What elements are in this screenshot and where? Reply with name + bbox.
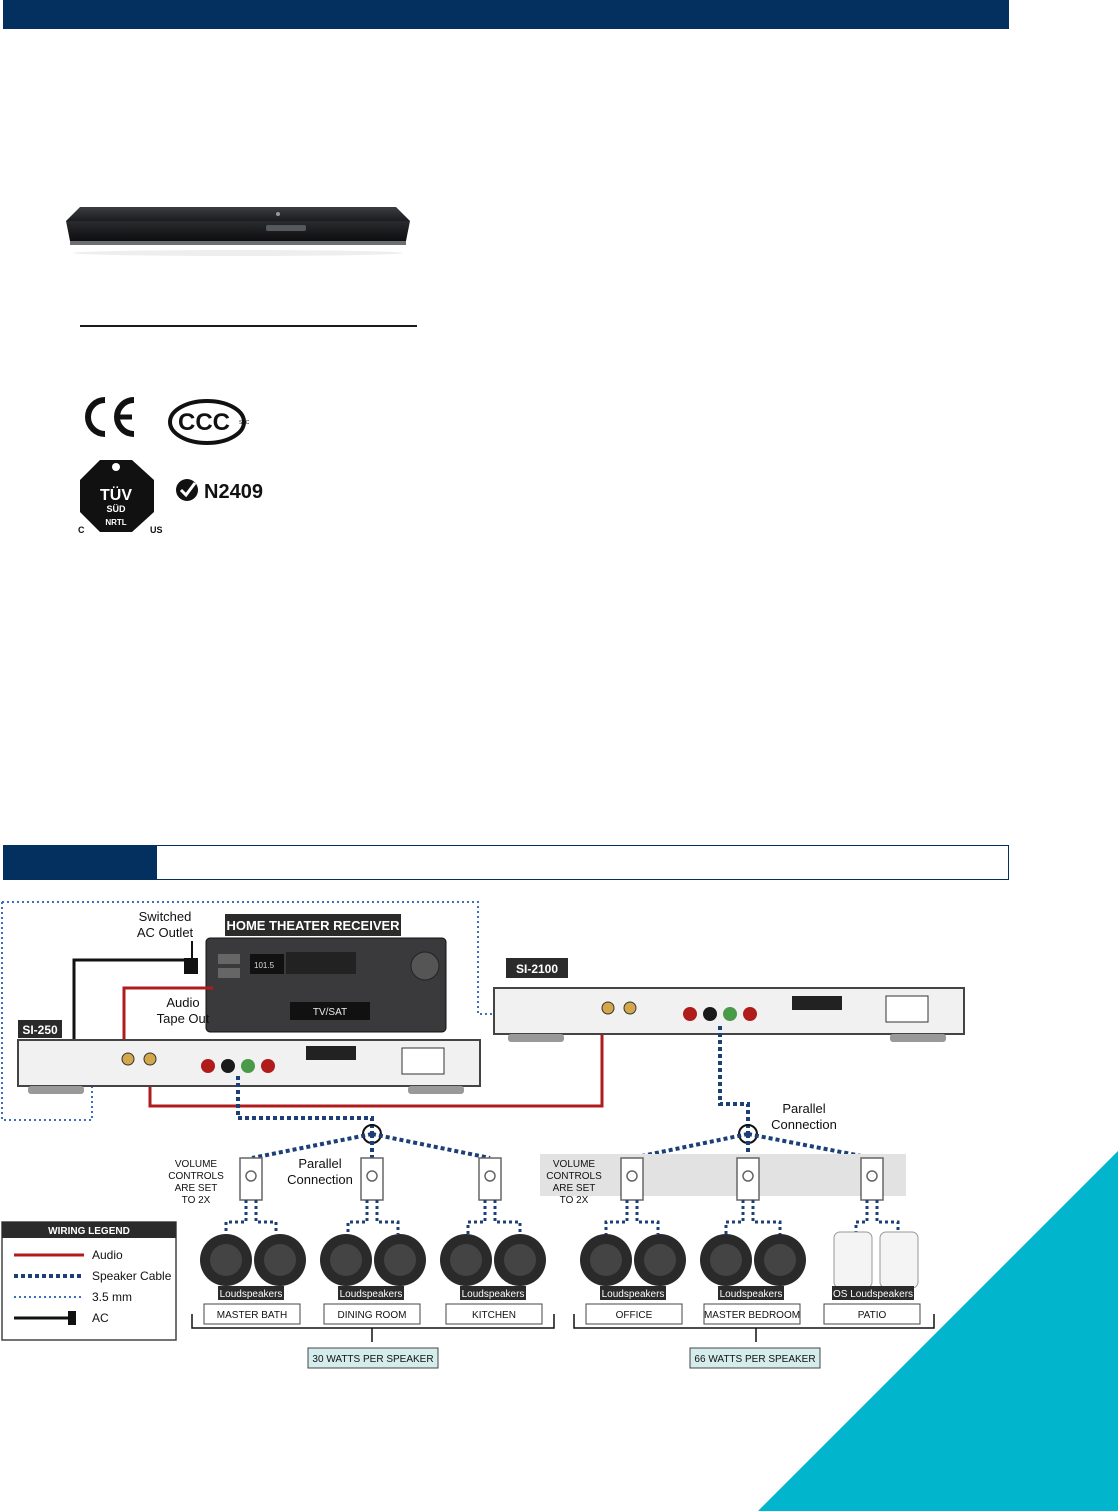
svg-text:TO 2X: TO 2X xyxy=(560,1195,589,1206)
volume-controls-note-left: VOLUME CONTROLS ARE SET TO 2X xyxy=(168,1159,224,1206)
c-tick-logo: N2409 xyxy=(176,479,263,503)
svg-text:Parallel: Parallel xyxy=(782,1101,825,1116)
home-theater-receiver: HOME THEATER RECEIVER 101.5 TV/SAT xyxy=(205,914,447,1033)
svg-text:Connection: Connection xyxy=(771,1117,837,1132)
svg-text:SI-250: SI-250 xyxy=(22,1023,58,1037)
header-bar xyxy=(3,0,1009,29)
svg-text:Loudspeakers: Loudspeakers xyxy=(602,1289,665,1300)
svg-text:CONTROLS: CONTROLS xyxy=(168,1171,224,1182)
svg-text:TV/SAT: TV/SAT xyxy=(313,1007,347,1018)
svg-text:ARE SET: ARE SET xyxy=(553,1183,596,1194)
divider-line xyxy=(80,325,417,327)
svg-text:PATIO: PATIO xyxy=(858,1310,887,1321)
si-2100-amplifier xyxy=(493,987,965,1042)
svg-text:CONTROLS: CONTROLS xyxy=(546,1171,602,1182)
svg-text:Loudspeakers: Loudspeakers xyxy=(462,1289,525,1300)
svg-text:Parallel: Parallel xyxy=(298,1156,341,1171)
svg-text:WIRING LEGEND: WIRING LEGEND xyxy=(48,1226,130,1237)
svg-text:30 WATTS PER SPEAKER: 30 WATTS PER SPEAKER xyxy=(312,1354,433,1365)
svg-text:S&C: S&C xyxy=(239,420,250,426)
ccc-mark-logo: CCC S&C xyxy=(168,399,250,445)
tuv-sud-nrtl-logo: TÜV SÜD NRTL C US xyxy=(78,460,163,534)
svg-text:NRTL: NRTL xyxy=(105,518,126,527)
svg-text:HOME THEATER RECEIVER: HOME THEATER RECEIVER xyxy=(226,918,400,933)
svg-text:MASTER BATH: MASTER BATH xyxy=(217,1310,287,1321)
svg-text:CCC: CCC xyxy=(178,409,230,436)
svg-text:ARE SET: ARE SET xyxy=(175,1183,218,1194)
svg-text:MASTER BEDROOM: MASTER BEDROOM xyxy=(704,1310,800,1321)
svg-text:OS Loudspeakers: OS Loudspeakers xyxy=(833,1289,913,1300)
ce-mark-logo: CE xyxy=(85,397,135,437)
section-title-bar xyxy=(157,845,1009,880)
amplifier-product-image xyxy=(66,207,410,256)
svg-text:US: US xyxy=(150,525,163,534)
svg-text:SÜD: SÜD xyxy=(106,504,126,514)
svg-text:Tape Out: Tape Out xyxy=(157,1011,210,1026)
volume-control-plates xyxy=(239,1157,884,1201)
svg-text:AC: AC xyxy=(92,1311,109,1325)
si-250-amplifier xyxy=(17,1039,481,1094)
svg-text:VOLUME: VOLUME xyxy=(175,1159,218,1170)
svg-text:101.5: 101.5 xyxy=(254,961,275,970)
svg-text:Speaker Cable: Speaker Cable xyxy=(92,1269,172,1283)
svg-text:AC Outlet: AC Outlet xyxy=(137,925,194,940)
section-label-tab xyxy=(3,845,157,880)
svg-text:OFFICE: OFFICE xyxy=(616,1310,653,1321)
svg-text:VOLUME: VOLUME xyxy=(553,1159,596,1170)
svg-text:KITCHEN: KITCHEN xyxy=(472,1310,516,1321)
svg-text:DINING ROOM: DINING ROOM xyxy=(338,1310,407,1321)
svg-text:Switched: Switched xyxy=(139,909,192,924)
wiring-legend: WIRING LEGEND Audio Speaker Cable 3.5 mm… xyxy=(1,1221,177,1341)
svg-text:N2409: N2409 xyxy=(204,481,263,503)
ac-plug-icon xyxy=(184,958,198,974)
svg-text:Connection: Connection xyxy=(287,1172,353,1187)
svg-text:Audio: Audio xyxy=(166,995,199,1010)
svg-text:Loudspeakers: Loudspeakers xyxy=(720,1289,783,1300)
svg-text:SI-2100: SI-2100 xyxy=(516,962,558,976)
decorative-corner-triangle xyxy=(758,1151,1118,1511)
wiring-diagram: HOME THEATER RECEIVER 101.5 TV/SAT Switc… xyxy=(1,901,965,1369)
svg-text:66 WATTS PER SPEAKER: 66 WATTS PER SPEAKER xyxy=(694,1354,815,1365)
svg-text:C: C xyxy=(78,525,85,534)
svg-text:Audio: Audio xyxy=(92,1248,123,1262)
svg-text:3.5 mm: 3.5 mm xyxy=(92,1290,132,1304)
svg-text:TÜV: TÜV xyxy=(100,485,132,504)
zone-labels: Loudspeakers MASTER BATH Loudspeakers DI… xyxy=(203,1286,921,1325)
svg-text:Loudspeakers: Loudspeakers xyxy=(220,1289,283,1300)
volume-controls-note-right: VOLUME CONTROLS ARE SET TO 2X xyxy=(546,1159,602,1206)
svg-text:Loudspeakers: Loudspeakers xyxy=(340,1289,403,1300)
svg-text:TO 2X: TO 2X xyxy=(182,1195,211,1206)
speakers xyxy=(200,1231,919,1289)
